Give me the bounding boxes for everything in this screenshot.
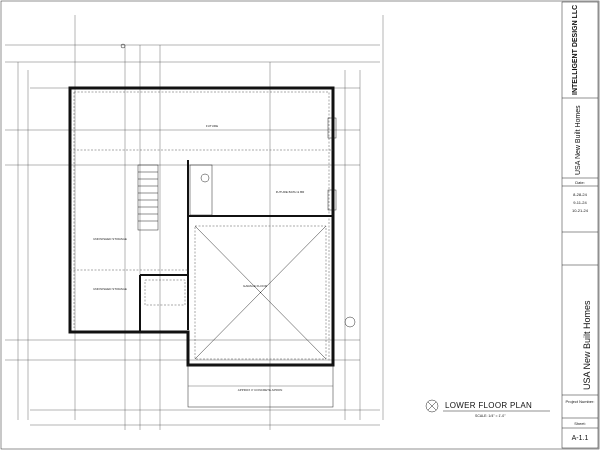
date-2: 9-11-24 [573, 200, 587, 205]
project-name: USA New Built Homes [582, 300, 592, 390]
project-number-label: Project Number: [566, 399, 595, 404]
client-name: USA New Built Homes [575, 105, 582, 175]
drawing-title-text: LOWER FLOOR PLAN [445, 401, 532, 410]
drawing-title: LOWER FLOOR PLAN SCALE: 1/4" = 1'-0" [425, 399, 550, 418]
sheet-number: A-1.1 [572, 435, 589, 442]
room-label-unfinished-1: UNFINISHED STORAGE [93, 237, 127, 241]
drawing-scale: SCALE: 1/4" = 1'-0" [475, 414, 506, 418]
room-label-future: FUTURE [206, 124, 218, 128]
date-label: Date: [575, 180, 585, 185]
room-label-garage: GARAGE FLOOR [243, 284, 268, 288]
firm-name: INTELLIGENT DESIGN LLC [572, 5, 579, 95]
room-label-unfinished-2: UNFINISHED STORAGE [93, 287, 127, 291]
title-block: INTELLIGENT DESIGN LLC USA New Built Hom… [561, 1, 599, 449]
date-1: 8-28-24 [573, 192, 588, 197]
sheet-label: Sheet: [574, 421, 586, 426]
floor-plan-drawing: GARAGE FLOOR UNFINISHED STORAGE UNFINISH… [5, 15, 384, 430]
driveway-note: APPROX 3' CONCRETE APRON [238, 388, 283, 392]
room-label-future-bath: FUTURE BATH & BR [276, 190, 305, 194]
date-3: 10-21-24 [572, 208, 589, 213]
